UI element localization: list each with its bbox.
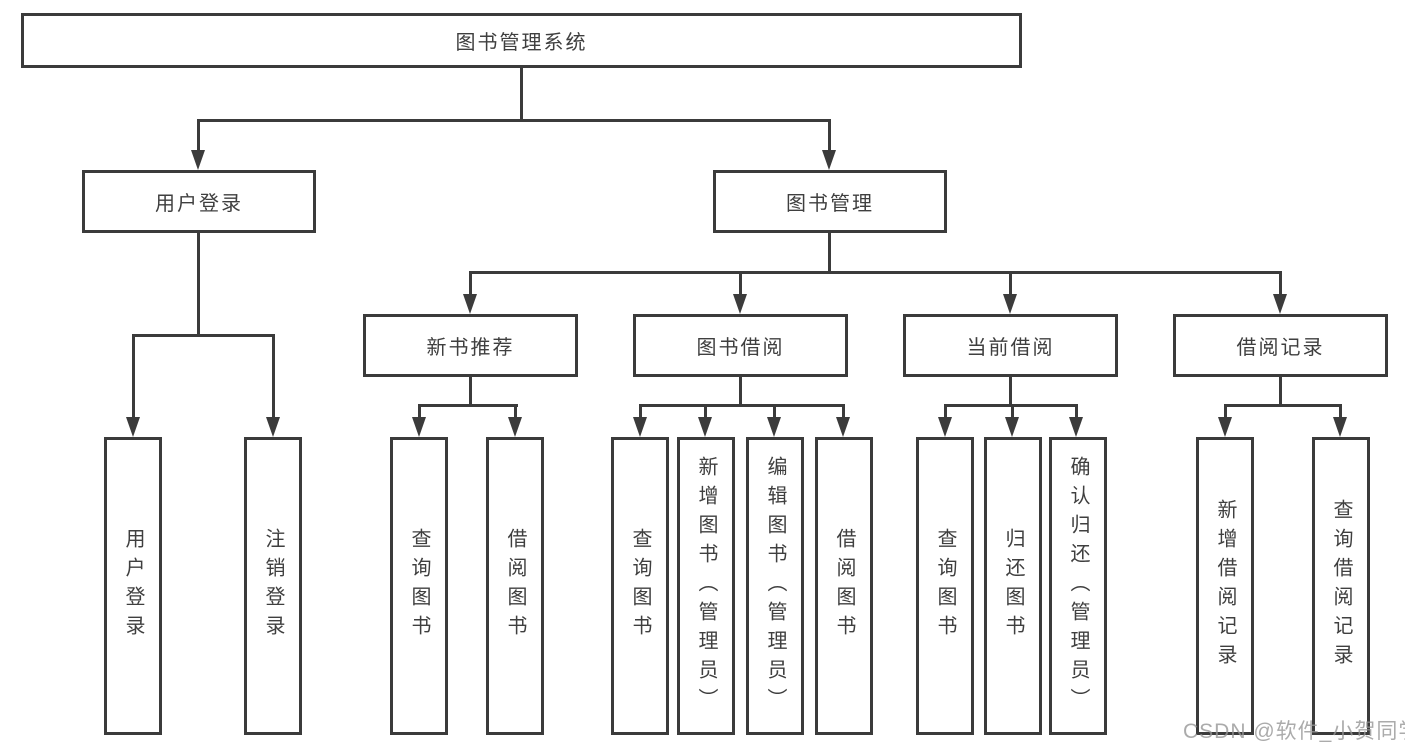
node-label: 用户登录	[122, 528, 144, 644]
connector-line	[197, 233, 200, 337]
connector-line	[1279, 377, 1282, 407]
leaf-borrow-books-borrow: 借阅图书	[815, 437, 873, 735]
leaf-add-borrow-record: 新增借阅记录	[1196, 437, 1254, 735]
node-book-management: 图书管理	[713, 170, 947, 233]
connector-line	[739, 271, 742, 296]
node-label: 查询借阅记录	[1330, 499, 1352, 673]
arrowhead-down-icon	[463, 294, 477, 314]
connector-line	[842, 404, 845, 420]
connector-line	[1075, 404, 1078, 420]
connector-line	[197, 119, 200, 152]
arrowhead-down-icon	[938, 417, 952, 437]
connector-line	[197, 119, 831, 122]
connector-line	[1339, 404, 1342, 420]
connector-line	[1011, 404, 1014, 420]
node-borrowing-records: 借阅记录	[1173, 314, 1388, 377]
connector-line	[944, 404, 947, 420]
arrowhead-down-icon	[822, 150, 836, 170]
node-label: 注销登录	[262, 528, 284, 644]
node-label: 新增图书（管理员）	[695, 455, 717, 717]
leaf-add-books-admin: 新增图书（管理员）	[677, 437, 735, 735]
connector-line	[418, 404, 421, 420]
leaf-query-borrow-record: 查询借阅记录	[1312, 437, 1370, 735]
arrowhead-down-icon	[633, 417, 647, 437]
arrowhead-down-icon	[1005, 417, 1019, 437]
leaf-query-books-current: 查询图书	[916, 437, 974, 735]
node-label: 编辑图书（管理员）	[764, 455, 786, 717]
node-label: 图书管理系统	[455, 32, 588, 54]
node-label: 新书推荐	[426, 337, 515, 359]
arrowhead-down-icon	[698, 417, 712, 437]
connector-line	[739, 377, 742, 407]
connector-line	[828, 233, 831, 274]
connector-line	[469, 377, 472, 407]
leaf-edit-books-admin: 编辑图书（管理员）	[746, 437, 804, 735]
connector-line	[639, 404, 642, 420]
connector-line	[418, 404, 518, 407]
connector-line	[520, 68, 523, 122]
node-label: 查询图书	[629, 528, 651, 644]
node-label: 归还图书	[1002, 528, 1024, 644]
connector-line	[639, 404, 845, 407]
node-label: 查询图书	[934, 528, 956, 644]
node-label: 借阅图书	[833, 528, 855, 644]
arrowhead-down-icon	[266, 417, 280, 437]
leaf-logout: 注销登录	[244, 437, 302, 735]
node-label: 当前借阅	[966, 337, 1055, 359]
leaf-return-books: 归还图书	[984, 437, 1042, 735]
arrowhead-down-icon	[508, 417, 522, 437]
connector-line	[272, 334, 275, 419]
arrowhead-down-icon	[1069, 417, 1083, 437]
leaf-borrow-books-newbook: 借阅图书	[486, 437, 544, 735]
connector-line	[1224, 404, 1227, 420]
arrowhead-down-icon	[191, 150, 205, 170]
connector-line	[1224, 404, 1342, 407]
node-library-management-system: 图书管理系统	[21, 13, 1022, 68]
node-label: 用户登录	[155, 193, 243, 215]
arrowhead-down-icon	[412, 417, 426, 437]
connector-line	[132, 334, 135, 419]
arrowhead-down-icon	[1218, 417, 1232, 437]
arrowhead-down-icon	[733, 294, 747, 314]
connector-line	[704, 404, 707, 420]
connector-line	[1279, 271, 1282, 296]
node-label: 新增借阅记录	[1214, 499, 1236, 673]
connector-line	[132, 334, 275, 337]
node-label: 图书管理	[786, 193, 874, 215]
leaf-query-books-borrow: 查询图书	[611, 437, 669, 735]
node-user-login: 用户登录	[82, 170, 316, 233]
connector-line	[1009, 271, 1012, 296]
connector-line	[469, 271, 472, 296]
node-label: 借阅图书	[504, 528, 526, 644]
arrowhead-down-icon	[767, 417, 781, 437]
connector-line	[828, 119, 831, 152]
csdn-watermark: CSDN @软件_小贺同学	[1183, 720, 1405, 743]
node-label: 确认归还（管理员）	[1067, 455, 1089, 717]
arrowhead-down-icon	[1273, 294, 1287, 314]
leaf-user-login: 用户登录	[104, 437, 162, 735]
node-label: 图书借阅	[696, 337, 785, 359]
leaf-confirm-return-admin: 确认归还（管理员）	[1049, 437, 1107, 735]
node-current-borrowing: 当前借阅	[903, 314, 1118, 377]
node-book-borrowing: 图书借阅	[633, 314, 848, 377]
connector-line	[1009, 377, 1012, 407]
arrowhead-down-icon	[836, 417, 850, 437]
arrowhead-down-icon	[1003, 294, 1017, 314]
connector-line	[469, 271, 1282, 274]
connector-line	[773, 404, 776, 420]
node-label: 借阅记录	[1236, 337, 1325, 359]
connector-line	[514, 404, 517, 420]
arrowhead-down-icon	[1333, 417, 1347, 437]
arrowhead-down-icon	[126, 417, 140, 437]
node-new-book-recommendation: 新书推荐	[363, 314, 578, 377]
node-label: 查询图书	[408, 528, 430, 644]
leaf-query-books-newbook: 查询图书	[390, 437, 448, 735]
